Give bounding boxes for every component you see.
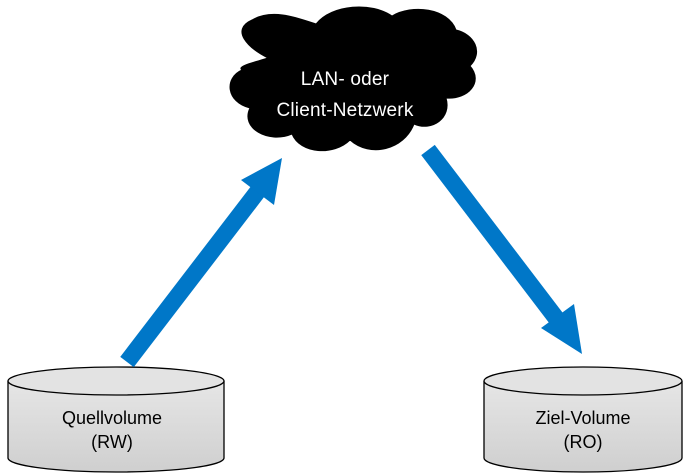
cloud-shape bbox=[229, 6, 477, 152]
target-volume-mode: (RO) bbox=[563, 432, 603, 452]
source-volume-label: Quellvolume (RW) bbox=[0, 406, 224, 454]
cloud-label-line1: LAN- oder bbox=[300, 69, 390, 90]
cloud-label: LAN- oder Client-Netzwerk bbox=[235, 64, 455, 126]
target-volume-name: Ziel-Volume bbox=[535, 408, 631, 428]
download-arrow bbox=[421, 144, 582, 354]
source-volume-disk bbox=[7, 366, 225, 473]
target-volume-disk bbox=[483, 366, 683, 473]
upload-arrow bbox=[120, 158, 282, 368]
source-volume-name: Quellvolume bbox=[61, 408, 163, 428]
cloud-label-line2: Client-Netzwerk bbox=[276, 100, 414, 121]
source-volume-mode: (RW) bbox=[91, 432, 133, 452]
target-volume-label: Ziel-Volume (RO) bbox=[482, 406, 683, 454]
